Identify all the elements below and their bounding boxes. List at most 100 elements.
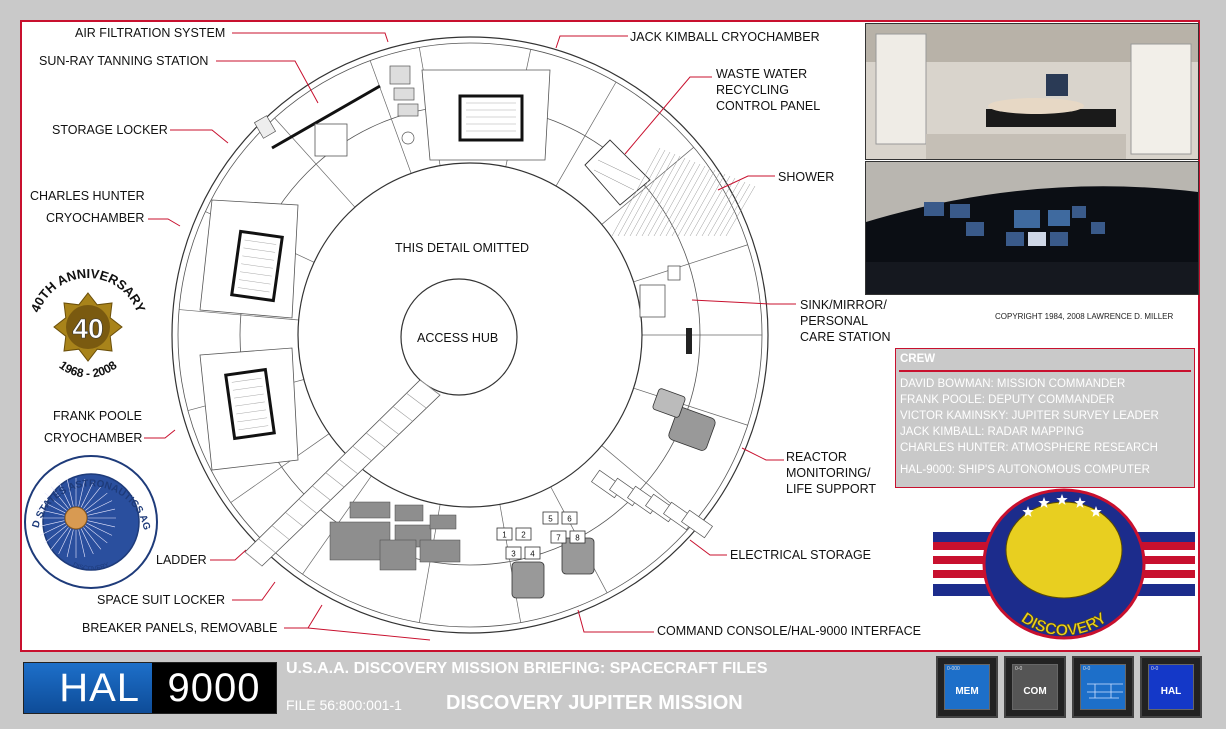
photo-command-console — [865, 161, 1199, 295]
com-button-label: COM — [1023, 686, 1047, 697]
label-hunter-line2: CRYOCHAMBER — [46, 211, 145, 225]
label-access-hub: ACCESS HUB — [417, 331, 499, 345]
label-reactor-line2: MONITORING/ — [786, 466, 871, 480]
label-waste-line2: RECYCLING — [716, 83, 789, 97]
label-sink-line1: SINK/MIRROR/ — [800, 298, 887, 312]
crew-member: CHARLES HUNTER: ATMOSPHERE RESEARCH — [900, 442, 1158, 454]
console-key-label: 7 — [556, 534, 561, 543]
label-breaker-panels: BREAKER PANELS, REMOVABLE — [82, 621, 278, 635]
label-reactor: REACTOR MONITORING/ LIFE SUPPORT — [786, 449, 876, 497]
seal-bottom-text: DISCOVERY — [72, 561, 111, 572]
patch-star — [1056, 494, 1068, 505]
access-hub-ring — [400, 278, 518, 396]
label-waste-line3: CONTROL PANEL — [716, 99, 821, 113]
label-hunter-cryochamber: CHARLES HUNTER CRYOCHAMBER — [30, 188, 145, 226]
crew-member: FRANK POOLE: DEPUTY COMMANDER — [900, 394, 1115, 406]
svg-text:DISCOVERY: DISCOVERY — [72, 561, 111, 572]
label-poole-line2: CRYOCHAMBER — [44, 431, 143, 445]
console-key-label: 2 — [521, 531, 526, 540]
hal-9000-logo: HAL 9000 — [23, 662, 277, 714]
console-key — [542, 511, 559, 525]
com-button-caption: 0-0 — [1015, 666, 1023, 672]
crew-computer: HAL-9000: SHIP'S AUTONOMOUS COMPUTER — [900, 464, 1150, 476]
label-air-filtration: AIR FILTRATION SYSTEM — [75, 26, 226, 40]
console-key-label: 1 — [502, 531, 507, 540]
callout-leader-lines — [144, 32, 796, 641]
mem-button-label: MEM — [955, 686, 979, 697]
schematic-button[interactable]: 0-0 — [1072, 656, 1134, 718]
kimball-cryochamber — [421, 69, 551, 161]
poole-cryochamber — [199, 347, 299, 471]
patch-star — [1038, 497, 1050, 508]
anniversary-number: 40 — [72, 313, 103, 344]
console-key-label: 4 — [530, 550, 535, 559]
crew-member: DAVID BOWMAN: MISSION COMMANDER — [900, 378, 1126, 390]
hal-button-label: HAL — [1160, 686, 1182, 697]
discovery-patch: DISCOVERY — [933, 488, 1195, 640]
electrical-storage — [591, 469, 713, 539]
label-electrical-storage: ELECTRICAL STORAGE — [730, 548, 872, 562]
console-key — [496, 527, 513, 541]
command-console — [511, 537, 595, 599]
crew-list: DAVID BOWMAN: MISSION COMMANDER FRANK PO… — [900, 376, 1159, 456]
label-waste-line1: WASTE WATER — [716, 67, 808, 81]
mission-name: DISCOVERY JUPITER MISSION — [446, 692, 743, 714]
briefing-title: U.S.A.A. DISCOVERY MISSION BRIEFING: SPA… — [286, 660, 768, 677]
hunter-cryochamber — [199, 199, 299, 319]
com-button[interactable]: 0-0 COM — [1004, 656, 1066, 718]
svg-text:UNITED STATES ASTRONAUTICS AGE: UNITED STATES ASTRONAUTICS AGENCY — [0, 0, 152, 531]
ladder-rungs — [244, 379, 441, 567]
label-poole-cryochamber: FRANK POOLE CRYOCHAMBER — [44, 408, 142, 446]
label-shower: SHOWER — [778, 170, 835, 184]
console-key-label: 8 — [575, 534, 580, 543]
label-poole-line1: FRANK POOLE — [53, 409, 142, 423]
file-number: FILE 56:800:001-1 — [286, 697, 402, 713]
hal-logo-text: HAL — [24, 663, 152, 713]
crew-member: JACK KIMBALL: RADAR MAPPING — [900, 426, 1085, 438]
console-key — [569, 530, 586, 544]
anniversary-badge: 40 40TH ANNIVERSARY 1968 - 2008 — [28, 266, 149, 381]
label-command-console: COMMAND CONSOLE/HAL-9000 INTERFACE — [657, 624, 921, 638]
patch-star — [1090, 506, 1102, 517]
schematic-icon — [1087, 683, 1123, 699]
schematic-button-caption: 0-0 — [1083, 666, 1091, 672]
label-reactor-line1: REACTOR — [786, 450, 847, 464]
anniversary-years: 1968 - 2008 — [57, 358, 120, 381]
console-key — [524, 546, 541, 560]
label-detail-omitted: THIS DETAIL OMITTED — [395, 241, 530, 255]
crew-divider — [899, 370, 1191, 372]
label-sink-line3: CARE STATION — [800, 330, 891, 344]
air-filtration-vents — [389, 65, 419, 145]
label-waste-water: WASTE WATER RECYCLING CONTROL PANEL — [716, 66, 820, 114]
reactor-seats — [652, 388, 716, 451]
sink-station — [639, 265, 692, 354]
photo-crew-quarters — [865, 23, 1199, 160]
shower-area — [611, 147, 756, 237]
console-key — [550, 530, 567, 544]
label-hunter-line1: CHARLES HUNTER — [30, 189, 145, 203]
label-storage-locker: STORAGE LOCKER — [52, 123, 168, 137]
console-key — [561, 511, 578, 525]
mem-button-caption: 0-000 — [947, 666, 960, 672]
waste-water-panel — [584, 139, 651, 206]
breaker-panels — [329, 501, 461, 571]
crew-member: VICTOR KAMINSKY: JUPITER SURVEY LEADER — [900, 410, 1159, 422]
patch-star — [1022, 506, 1034, 517]
mem-button[interactable]: 0-000 MEM — [936, 656, 998, 718]
hal-button[interactable]: 0-0 HAL — [1140, 656, 1202, 718]
label-sunray-tanning: SUN-RAY TANNING STATION — [39, 54, 209, 68]
svg-text:1968 - 2008: 1968 - 2008 — [57, 358, 120, 381]
crew-title: CREW — [900, 353, 936, 365]
console-key-label: 3 — [511, 550, 516, 559]
crew-panel: CREW DAVID BOWMAN: MISSION COMMANDER FRA… — [895, 348, 1195, 488]
hal-button-caption: 0-0 — [1151, 666, 1159, 672]
console-key — [505, 546, 522, 560]
label-space-suit-locker: SPACE SUIT LOCKER — [97, 593, 226, 607]
console-key-label: 5 — [548, 515, 553, 524]
sunray-bench — [253, 84, 381, 157]
copyright-notice: COPYRIGHT 1984, 2008 LAWRENCE D. MILLER — [995, 312, 1174, 321]
label-kimball-cryochamber: JACK KIMBALL CRYOCHAMBER — [630, 30, 820, 44]
patch-star — [1074, 497, 1086, 508]
